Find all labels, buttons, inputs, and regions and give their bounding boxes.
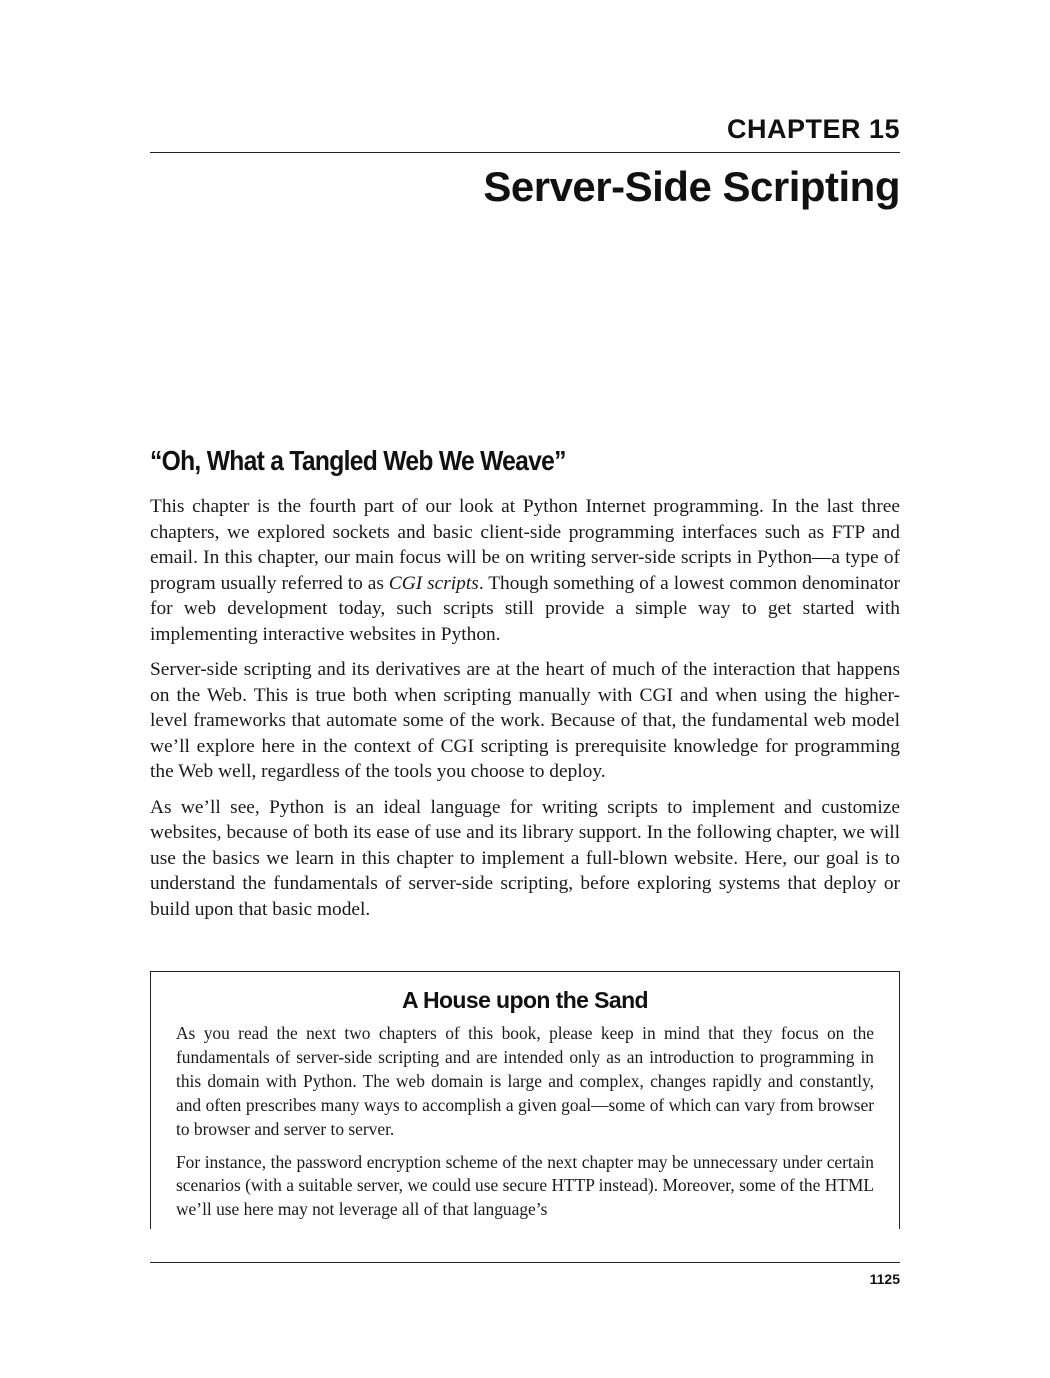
chapter-divider (150, 152, 900, 153)
body-paragraph: As we’ll see, Python is an ideal languag… (150, 796, 900, 920)
section-heading: “Oh, What a Tangled Web We Weave” (150, 445, 567, 476)
page-number: 1125 (869, 1271, 900, 1287)
chapter-title: Server-Side Scripting (483, 163, 900, 210)
chapter-label: CHAPTER 15 (726, 114, 900, 144)
paragraph-text: This chapter is the fourth part of our l… (150, 496, 900, 594)
sidebar-title: A House upon the Sand (402, 987, 649, 1013)
footer-divider (150, 1262, 900, 1263)
emphasized-term: CGI scripts (388, 572, 479, 594)
sidebar-body: As you read the next two chapters of thi… (151, 1022, 899, 1222)
body-paragraph: Server-side scripting and its derivative… (150, 659, 900, 783)
sidebar-box: A House upon the Sand As you read the ne… (150, 971, 900, 1229)
sidebar-paragraph: As you read the next two chapters of thi… (176, 1023, 874, 1139)
section-body: This chapter is the fourth part of our l… (150, 494, 900, 932)
sidebar-paragraph: For instance, the password encryption sc… (176, 1151, 874, 1220)
body-paragraph: This chapter is the fourth part of our l… (150, 494, 900, 648)
paragraph-text: . Though something of a lowest common de… (150, 572, 900, 645)
